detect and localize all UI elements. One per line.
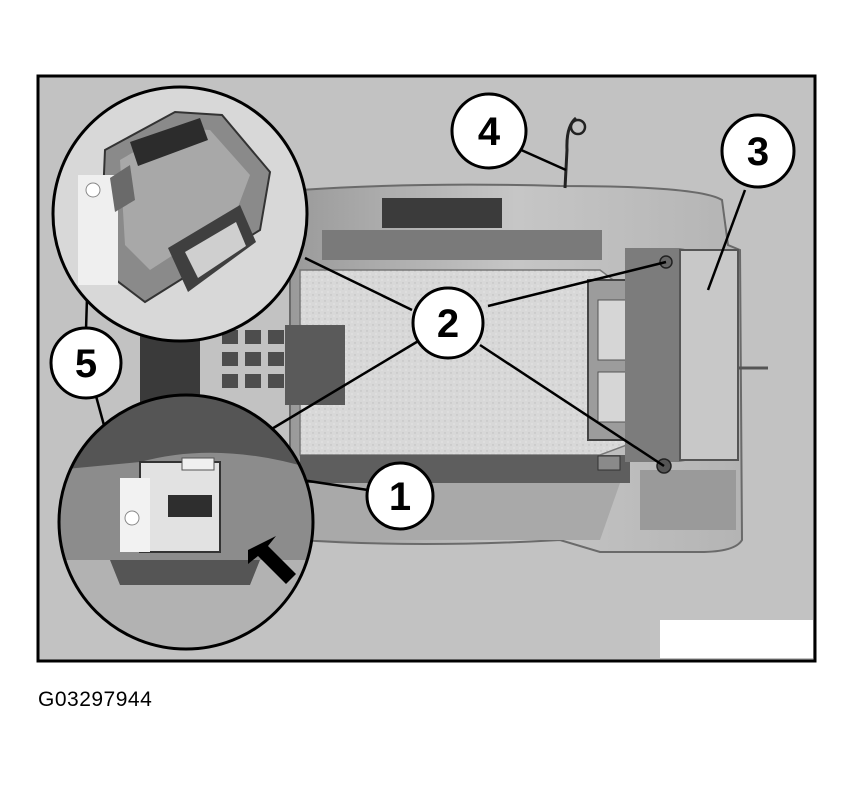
callout-3: 3: [720, 113, 796, 189]
callout-2: 2: [411, 286, 485, 360]
callout-1-label: 1: [389, 475, 411, 519]
callout-2-label: 2: [437, 302, 459, 346]
callout-5: 5: [49, 326, 123, 400]
detail-inset-bottom: [57, 393, 315, 651]
callout-4: 4: [450, 92, 528, 170]
callout-5-label: 5: [75, 342, 97, 386]
figure-code: G03297944: [38, 688, 153, 711]
blank-patch: [660, 620, 813, 658]
callout-1: 1: [365, 461, 435, 531]
detail-inset-top: [51, 85, 309, 343]
callout-4-label: 4: [478, 110, 501, 154]
callout-3-label: 3: [747, 130, 769, 174]
push-arrow-icon: [248, 536, 296, 584]
